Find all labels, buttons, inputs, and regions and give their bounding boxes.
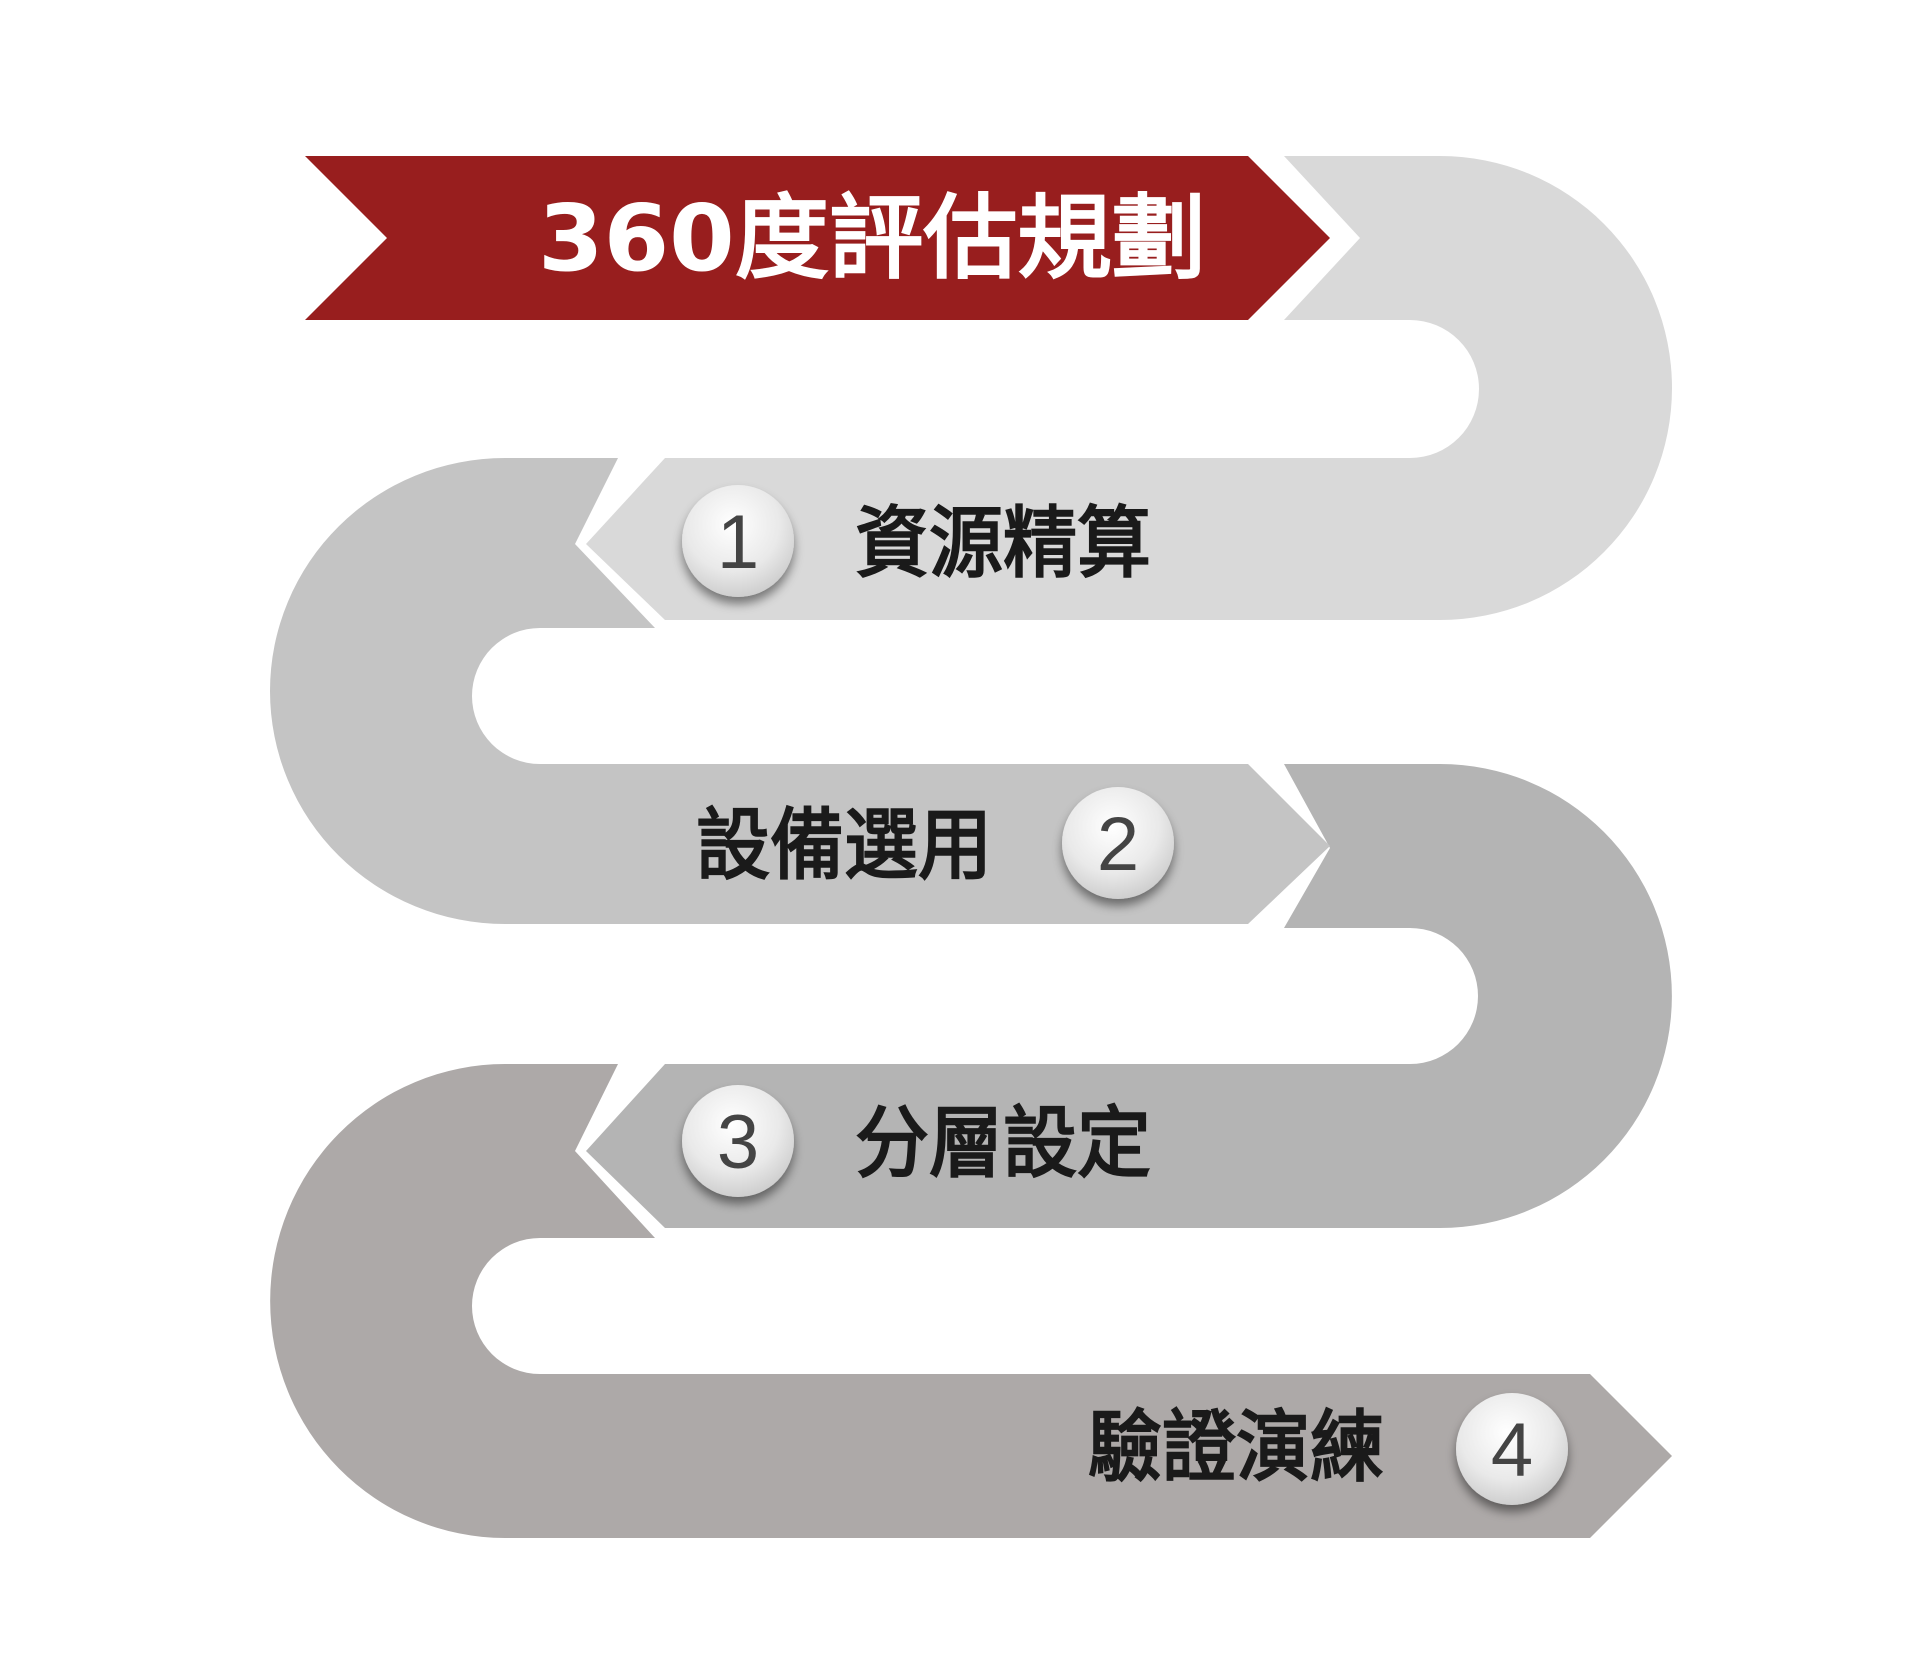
step-2-label: 設備選用	[696, 801, 992, 891]
step-3-label: 分層設定	[855, 1099, 1151, 1189]
step-2: 設備選用 2	[696, 787, 1174, 899]
band-2	[270, 458, 1330, 924]
step-1-number: 1	[717, 500, 759, 585]
band-1	[586, 156, 1672, 620]
step-3-number: 3	[717, 1100, 759, 1185]
step-3: 3 分層設定	[682, 1085, 1151, 1197]
step-3-badge	[682, 1085, 794, 1197]
step-4-label: 驗證演練	[1088, 1403, 1384, 1493]
title-text: 360度評估規劃	[538, 185, 1206, 292]
band-3	[586, 764, 1672, 1228]
step-4-number: 4	[1491, 1408, 1533, 1493]
step-2-badge	[1062, 787, 1174, 899]
band-4	[270, 1064, 1672, 1538]
step-1-label: 資源精算	[855, 499, 1151, 589]
step-4-badge	[1456, 1393, 1568, 1505]
step-4: 驗證演練 4	[1088, 1393, 1568, 1505]
step-1: 1 資源精算	[682, 485, 1151, 597]
step-2-number: 2	[1097, 802, 1139, 887]
step-1-badge	[682, 485, 794, 597]
title-banner	[305, 156, 1330, 320]
